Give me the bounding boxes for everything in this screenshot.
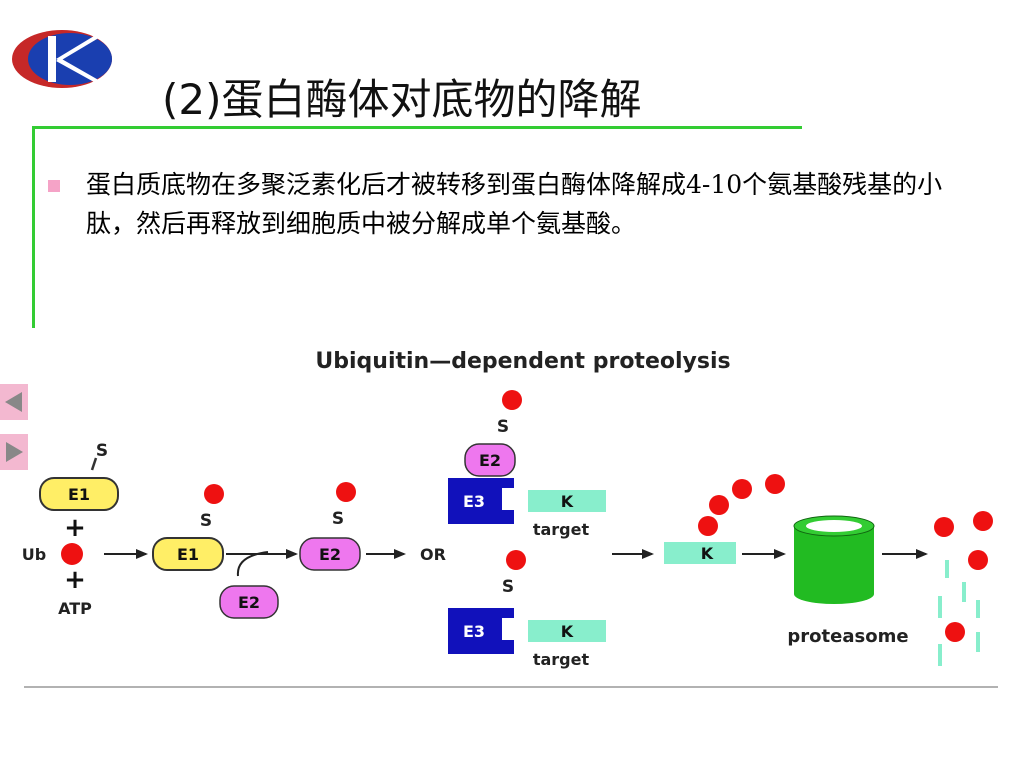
upper-e3-enzyme	[448, 478, 514, 524]
lower-target-protein	[528, 620, 606, 642]
diagram-title: Ubiquitin—dependent proteolysis	[315, 349, 730, 374]
e2-s-label: S	[332, 509, 344, 529]
lower-target-label: target	[533, 650, 590, 669]
lower-s-label: S	[502, 577, 514, 597]
body-text: 蛋白质底物在多聚泛素化后才被转移到蛋白酶体降解成4-10个氨基酸残基的小肽，然后…	[86, 170, 943, 238]
free-e2-enzyme	[219, 585, 279, 619]
frame-top-border	[32, 126, 802, 129]
frame-left-border	[32, 126, 35, 328]
upper-target-label: target	[533, 520, 590, 539]
upper-s-label: S	[497, 417, 509, 437]
e1b-label: E1	[177, 545, 199, 564]
polyubiquitinated-target	[664, 542, 736, 564]
e1-enzyme	[39, 477, 119, 511]
upper-e2-label: E2	[479, 451, 501, 470]
e2-ub-enzyme	[299, 537, 361, 571]
lower-e3-enzyme	[448, 608, 514, 654]
e1b-s-label: S	[200, 511, 212, 531]
lower-k-label: K	[561, 622, 574, 641]
proteasome-label: proteasome	[787, 626, 908, 647]
upper-e2-enzyme	[464, 443, 516, 477]
logo	[12, 30, 112, 88]
plus-sign: +	[64, 513, 86, 543]
ubiquitin-dot	[61, 543, 83, 565]
upper-e3-label: E3	[463, 492, 485, 511]
e1-ub-enzyme	[152, 537, 224, 571]
triangle-right-icon	[6, 442, 23, 462]
atp-label: ATP	[58, 599, 92, 618]
upper-target-protein	[528, 490, 606, 512]
e1-s-label: S	[96, 441, 108, 461]
free-e2-label: E2	[238, 593, 260, 612]
ubiquitin-proteolysis-diagram: Ubiquitin—dependent proteolysis S E1 + U…	[22, 349, 998, 688]
plus-sign-2: +	[64, 565, 86, 595]
upper-k-label: K	[561, 492, 574, 511]
e2-label: E2	[319, 545, 341, 564]
proteasome-cylinder	[794, 526, 874, 604]
or-label: OR	[420, 545, 446, 564]
next-slide-button[interactable]	[0, 434, 28, 470]
slide-title: (2)蛋白酶体对底物的降解	[162, 75, 642, 124]
ub-label: Ub	[22, 545, 46, 564]
bullet-square-icon	[48, 180, 60, 192]
triangle-left-icon	[5, 392, 22, 412]
e1-label: E1	[68, 485, 90, 504]
poly-k-label: K	[701, 544, 714, 563]
lower-e3-label: E3	[463, 622, 485, 641]
prev-slide-button[interactable]	[0, 384, 28, 420]
